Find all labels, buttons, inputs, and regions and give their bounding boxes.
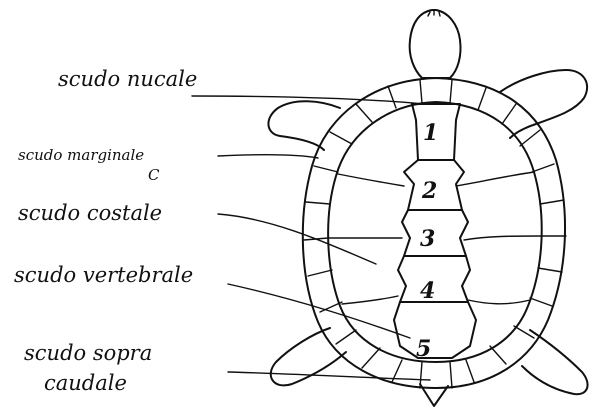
leader-line-sopracaudale <box>228 372 430 380</box>
turtle-head <box>410 10 461 78</box>
label-scudo-sopracaudale-1: scudo sopra <box>24 341 152 365</box>
label-scudo-costale: scudo costale <box>18 201 162 225</box>
vertebral-number-3: 3 <box>420 226 435 252</box>
label-scudo-marginale: scudo marginale <box>18 146 144 164</box>
leader-line-marginale <box>218 155 318 158</box>
vertebral-number-4: 4 <box>420 278 435 304</box>
vertebral-number-5: 5 <box>416 336 431 362</box>
rear-left-flipper <box>271 328 346 385</box>
leader-line-nucale <box>192 96 424 104</box>
vertebral-number-1: 1 <box>423 120 438 146</box>
label-marginale-c-mark: C <box>148 166 160 184</box>
front-right-flipper <box>500 70 587 138</box>
leader-line-vertebrale <box>228 284 410 338</box>
label-scudo-sopracaudale-2: caudale <box>44 371 127 395</box>
label-scudo-nucale: scudo nucale <box>58 67 197 91</box>
label-scudo-vertebrale: scudo vertebrale <box>14 263 193 287</box>
front-left-flipper <box>268 101 340 150</box>
vertebral-number-2: 2 <box>421 178 437 204</box>
leader-line-costale <box>218 214 376 264</box>
rear-right-flipper <box>522 330 588 394</box>
